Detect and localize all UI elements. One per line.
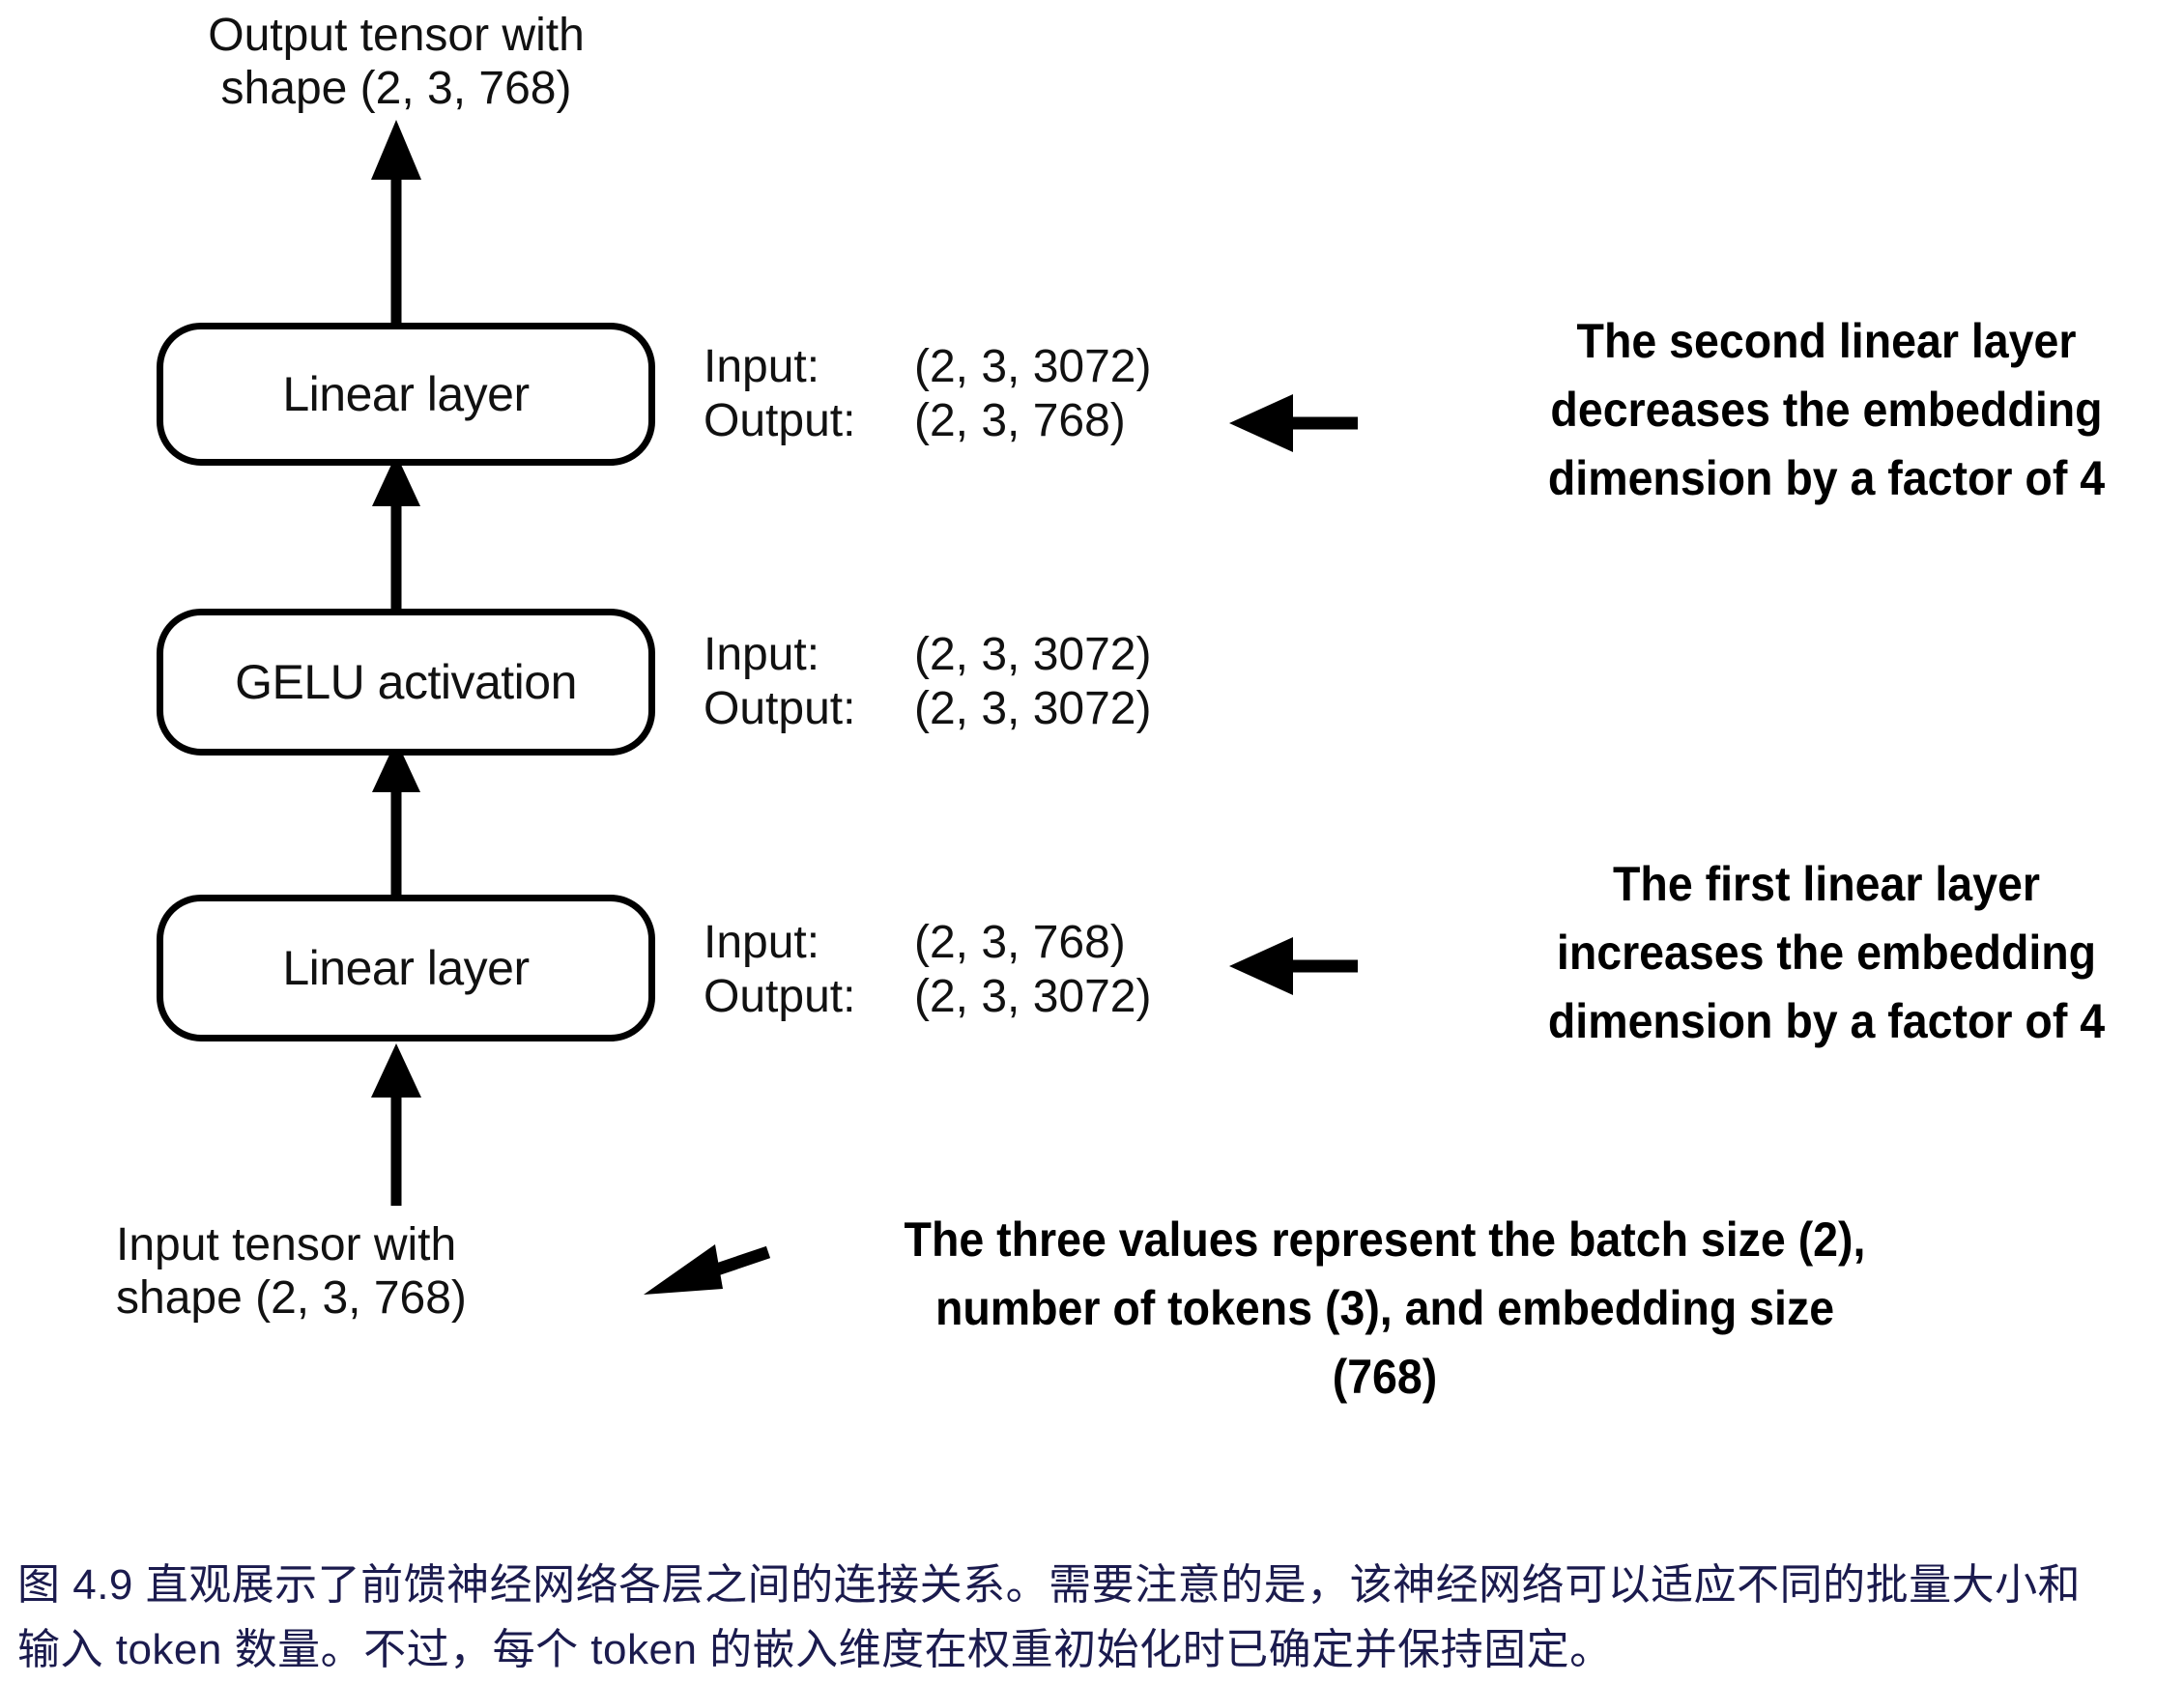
io-output-key: Output:	[704, 682, 856, 734]
arrow-gelu-to-linear-top	[372, 454, 420, 609]
annotation-line: The second linear layer	[1576, 314, 2077, 368]
caption-line-2: 输入 token 数量。不过，每个 token 的嵌入维度在权重初始化时已确定并…	[17, 1625, 1613, 1673]
io-shapes-gelu-activation: Input: (2, 3, 3072) Output: (2, 3, 3072)	[704, 628, 1151, 735]
io-input-key: Input:	[704, 917, 820, 968]
io-output-value: (2, 3, 3072)	[914, 682, 1152, 734]
output-tensor-label: Output tensor with shape (2, 3, 768)	[208, 10, 585, 114]
node-label: Linear layer	[282, 367, 530, 421]
io-input-value: (2, 3, 768)	[914, 917, 1126, 968]
annotation-line: decreases the embedding	[1550, 383, 2103, 437]
io-output-key: Output:	[704, 394, 856, 446]
figure-caption: 图 4.9 直观展示了前馈神经网络各层之间的连接关系。需要注意的是，该神经网络可…	[17, 1554, 2172, 1683]
annotation-line: The three values represent the batch siz…	[904, 1212, 1866, 1267]
node-label: Linear layer	[282, 941, 530, 995]
annotation-line: increases the embedding	[1556, 926, 2097, 980]
io-output-value: (2, 3, 768)	[914, 394, 1126, 446]
arrow-input-to-linear-bottom	[371, 1043, 421, 1206]
io-row-output: Output: (2, 3, 3072)	[704, 682, 1151, 736]
io-output-key: Output:	[704, 970, 856, 1022]
annotation-first-linear-layer: The first linear layer increases the emb…	[1512, 850, 2141, 1056]
io-output-value: (2, 3, 3072)	[914, 970, 1152, 1022]
input-tensor-label: Input tensor with shape (2, 3, 768)	[116, 1219, 467, 1324]
annotation-line: dimension by a factor of 4	[1547, 994, 2106, 1048]
node-linear-layer-top[interactable]: Linear layer	[157, 323, 655, 466]
arrow-up-to-output	[371, 120, 421, 323]
io-row-input: Input: (2, 3, 3072)	[704, 340, 1151, 394]
annotation-second-linear-layer: The second linear layer decreases the em…	[1512, 307, 2141, 513]
io-input-value: (2, 3, 3072)	[914, 629, 1152, 680]
caption-line-1: 图 4.9 直观展示了前馈神经网络各层之间的连接关系。需要注意的是，该神经网络可…	[17, 1561, 2082, 1609]
io-row-output: Output: (2, 3, 3072)	[704, 970, 1151, 1024]
annotation-three-values: The three values represent the batch siz…	[850, 1206, 1920, 1412]
io-shapes-linear-layer-top: Input: (2, 3, 3072) Output: (2, 3, 768)	[704, 340, 1151, 447]
annotation-line: dimension by a factor of 4	[1547, 451, 2106, 505]
io-shapes-linear-layer-bottom: Input: (2, 3, 768) Output: (2, 3, 3072)	[704, 916, 1151, 1023]
io-row-output: Output: (2, 3, 768)	[704, 394, 1151, 448]
io-row-input: Input: (2, 3, 3072)	[704, 628, 1151, 682]
node-linear-layer-bottom[interactable]: Linear layer	[157, 895, 655, 1041]
arrow-pointer-second-linear	[1229, 394, 1358, 452]
arrow-pointer-first-linear	[1229, 937, 1358, 995]
annotation-line: (768)	[1332, 1350, 1438, 1404]
io-row-input: Input: (2, 3, 768)	[704, 916, 1151, 970]
arrow-linear-bottom-to-gelu	[372, 740, 420, 895]
io-input-key: Input:	[704, 341, 820, 392]
node-gelu-activation[interactable]: GELU activation	[157, 609, 655, 756]
annotation-line: The first linear layer	[1613, 857, 2040, 911]
node-label: GELU activation	[235, 655, 577, 709]
io-input-key: Input:	[704, 629, 820, 680]
io-input-value: (2, 3, 3072)	[914, 341, 1152, 392]
annotation-line: number of tokens (3), and embedding size	[934, 1281, 1835, 1335]
